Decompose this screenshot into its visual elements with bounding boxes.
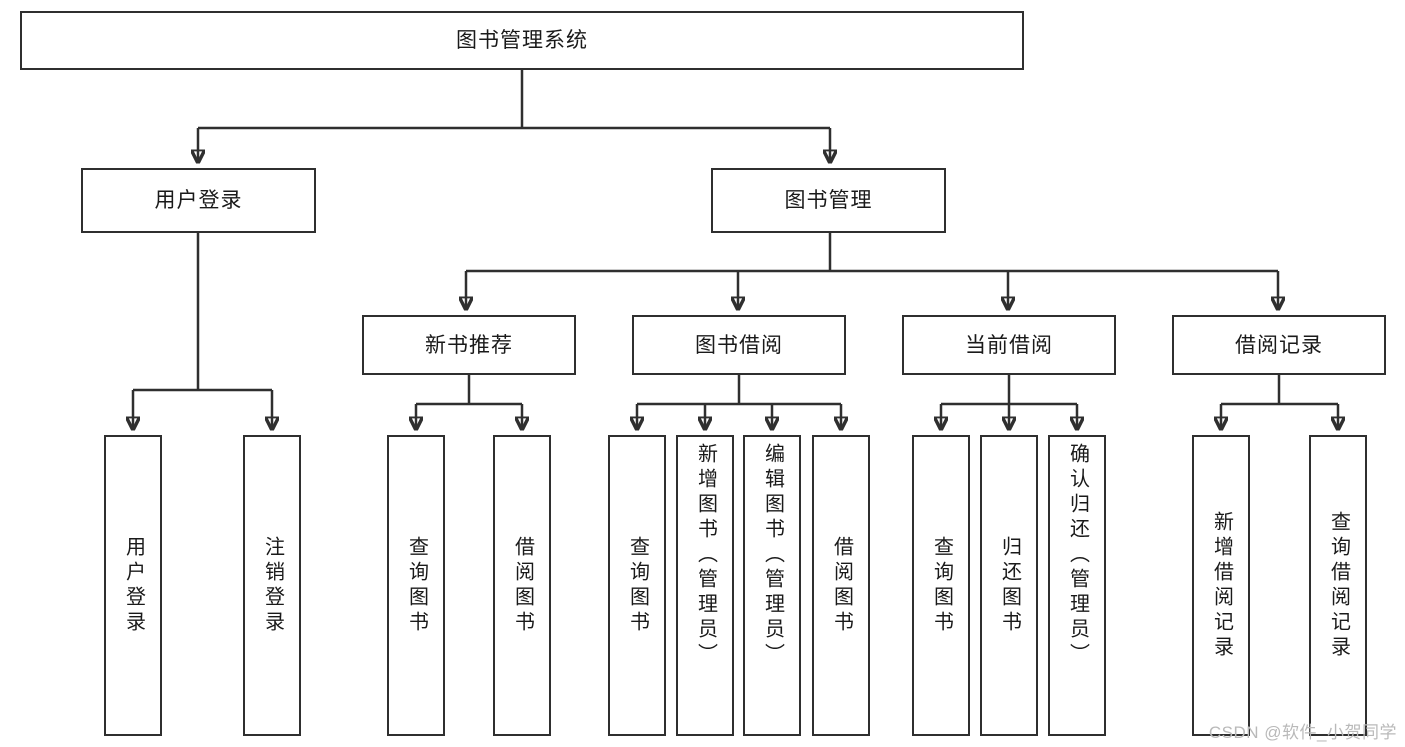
- leaf-add-record-label: 新增借阅记录: [1210, 510, 1233, 661]
- node-book-manage[interactable]: 图书管理: [711, 168, 946, 233]
- leaf-confirm-return[interactable]: 确认归还（管理员）: [1048, 435, 1106, 736]
- leaf-user-login-label: 用户登录: [122, 535, 145, 636]
- leaf-borrow-book-2-label: 借阅图书: [830, 535, 853, 636]
- node-root[interactable]: 图书管理系统: [20, 11, 1024, 70]
- leaf-add-book-label: 新增图书（管理员）: [694, 443, 717, 668]
- leaf-query-book-2[interactable]: 查询图书: [608, 435, 666, 736]
- leaf-query-book-3-label: 查询图书: [930, 535, 953, 636]
- leaf-query-book-1-label: 查询图书: [405, 535, 428, 636]
- node-root-label: 图书管理系统: [456, 29, 588, 52]
- node-current-borrow[interactable]: 当前借阅: [902, 315, 1116, 375]
- leaf-borrow-book-1-label: 借阅图书: [511, 535, 534, 636]
- leaf-return-book[interactable]: 归还图书: [980, 435, 1038, 736]
- leaf-add-record[interactable]: 新增借阅记录: [1192, 435, 1250, 736]
- node-new-book-recommend-label: 新书推荐: [425, 333, 513, 357]
- leaf-borrow-book-1[interactable]: 借阅图书: [493, 435, 551, 736]
- node-borrow-record[interactable]: 借阅记录: [1172, 315, 1386, 375]
- leaf-user-logout-label: 注销登录: [261, 535, 284, 636]
- node-current-borrow-label: 当前借阅: [965, 333, 1053, 357]
- node-new-book-recommend[interactable]: 新书推荐: [362, 315, 576, 375]
- leaf-query-record-label: 查询借阅记录: [1327, 510, 1350, 661]
- node-user-login[interactable]: 用户登录: [81, 168, 316, 233]
- leaf-confirm-return-label: 确认归还（管理员）: [1066, 443, 1089, 668]
- node-borrow-record-label: 借阅记录: [1235, 333, 1323, 357]
- leaf-borrow-book-2[interactable]: 借阅图书: [812, 435, 870, 736]
- leaf-return-book-label: 归还图书: [998, 535, 1021, 636]
- leaf-edit-book-label: 编辑图书（管理员）: [761, 443, 784, 668]
- leaf-add-book[interactable]: 新增图书（管理员）: [676, 435, 734, 736]
- node-book-manage-label: 图书管理: [784, 189, 873, 212]
- node-book-borrow[interactable]: 图书借阅: [632, 315, 846, 375]
- leaf-query-book-1[interactable]: 查询图书: [387, 435, 445, 736]
- node-book-borrow-label: 图书借阅: [695, 333, 783, 357]
- leaf-edit-book[interactable]: 编辑图书（管理员）: [743, 435, 801, 736]
- leaf-user-login[interactable]: 用户登录: [104, 435, 162, 736]
- leaf-query-book-3[interactable]: 查询图书: [912, 435, 970, 736]
- leaf-query-book-2-label: 查询图书: [626, 535, 649, 636]
- leaf-query-record[interactable]: 查询借阅记录: [1309, 435, 1367, 736]
- watermark: CSDN @软件_小贺同学: [1208, 723, 1397, 742]
- node-user-login-label: 用户登录: [154, 189, 243, 212]
- leaf-user-logout[interactable]: 注销登录: [243, 435, 301, 736]
